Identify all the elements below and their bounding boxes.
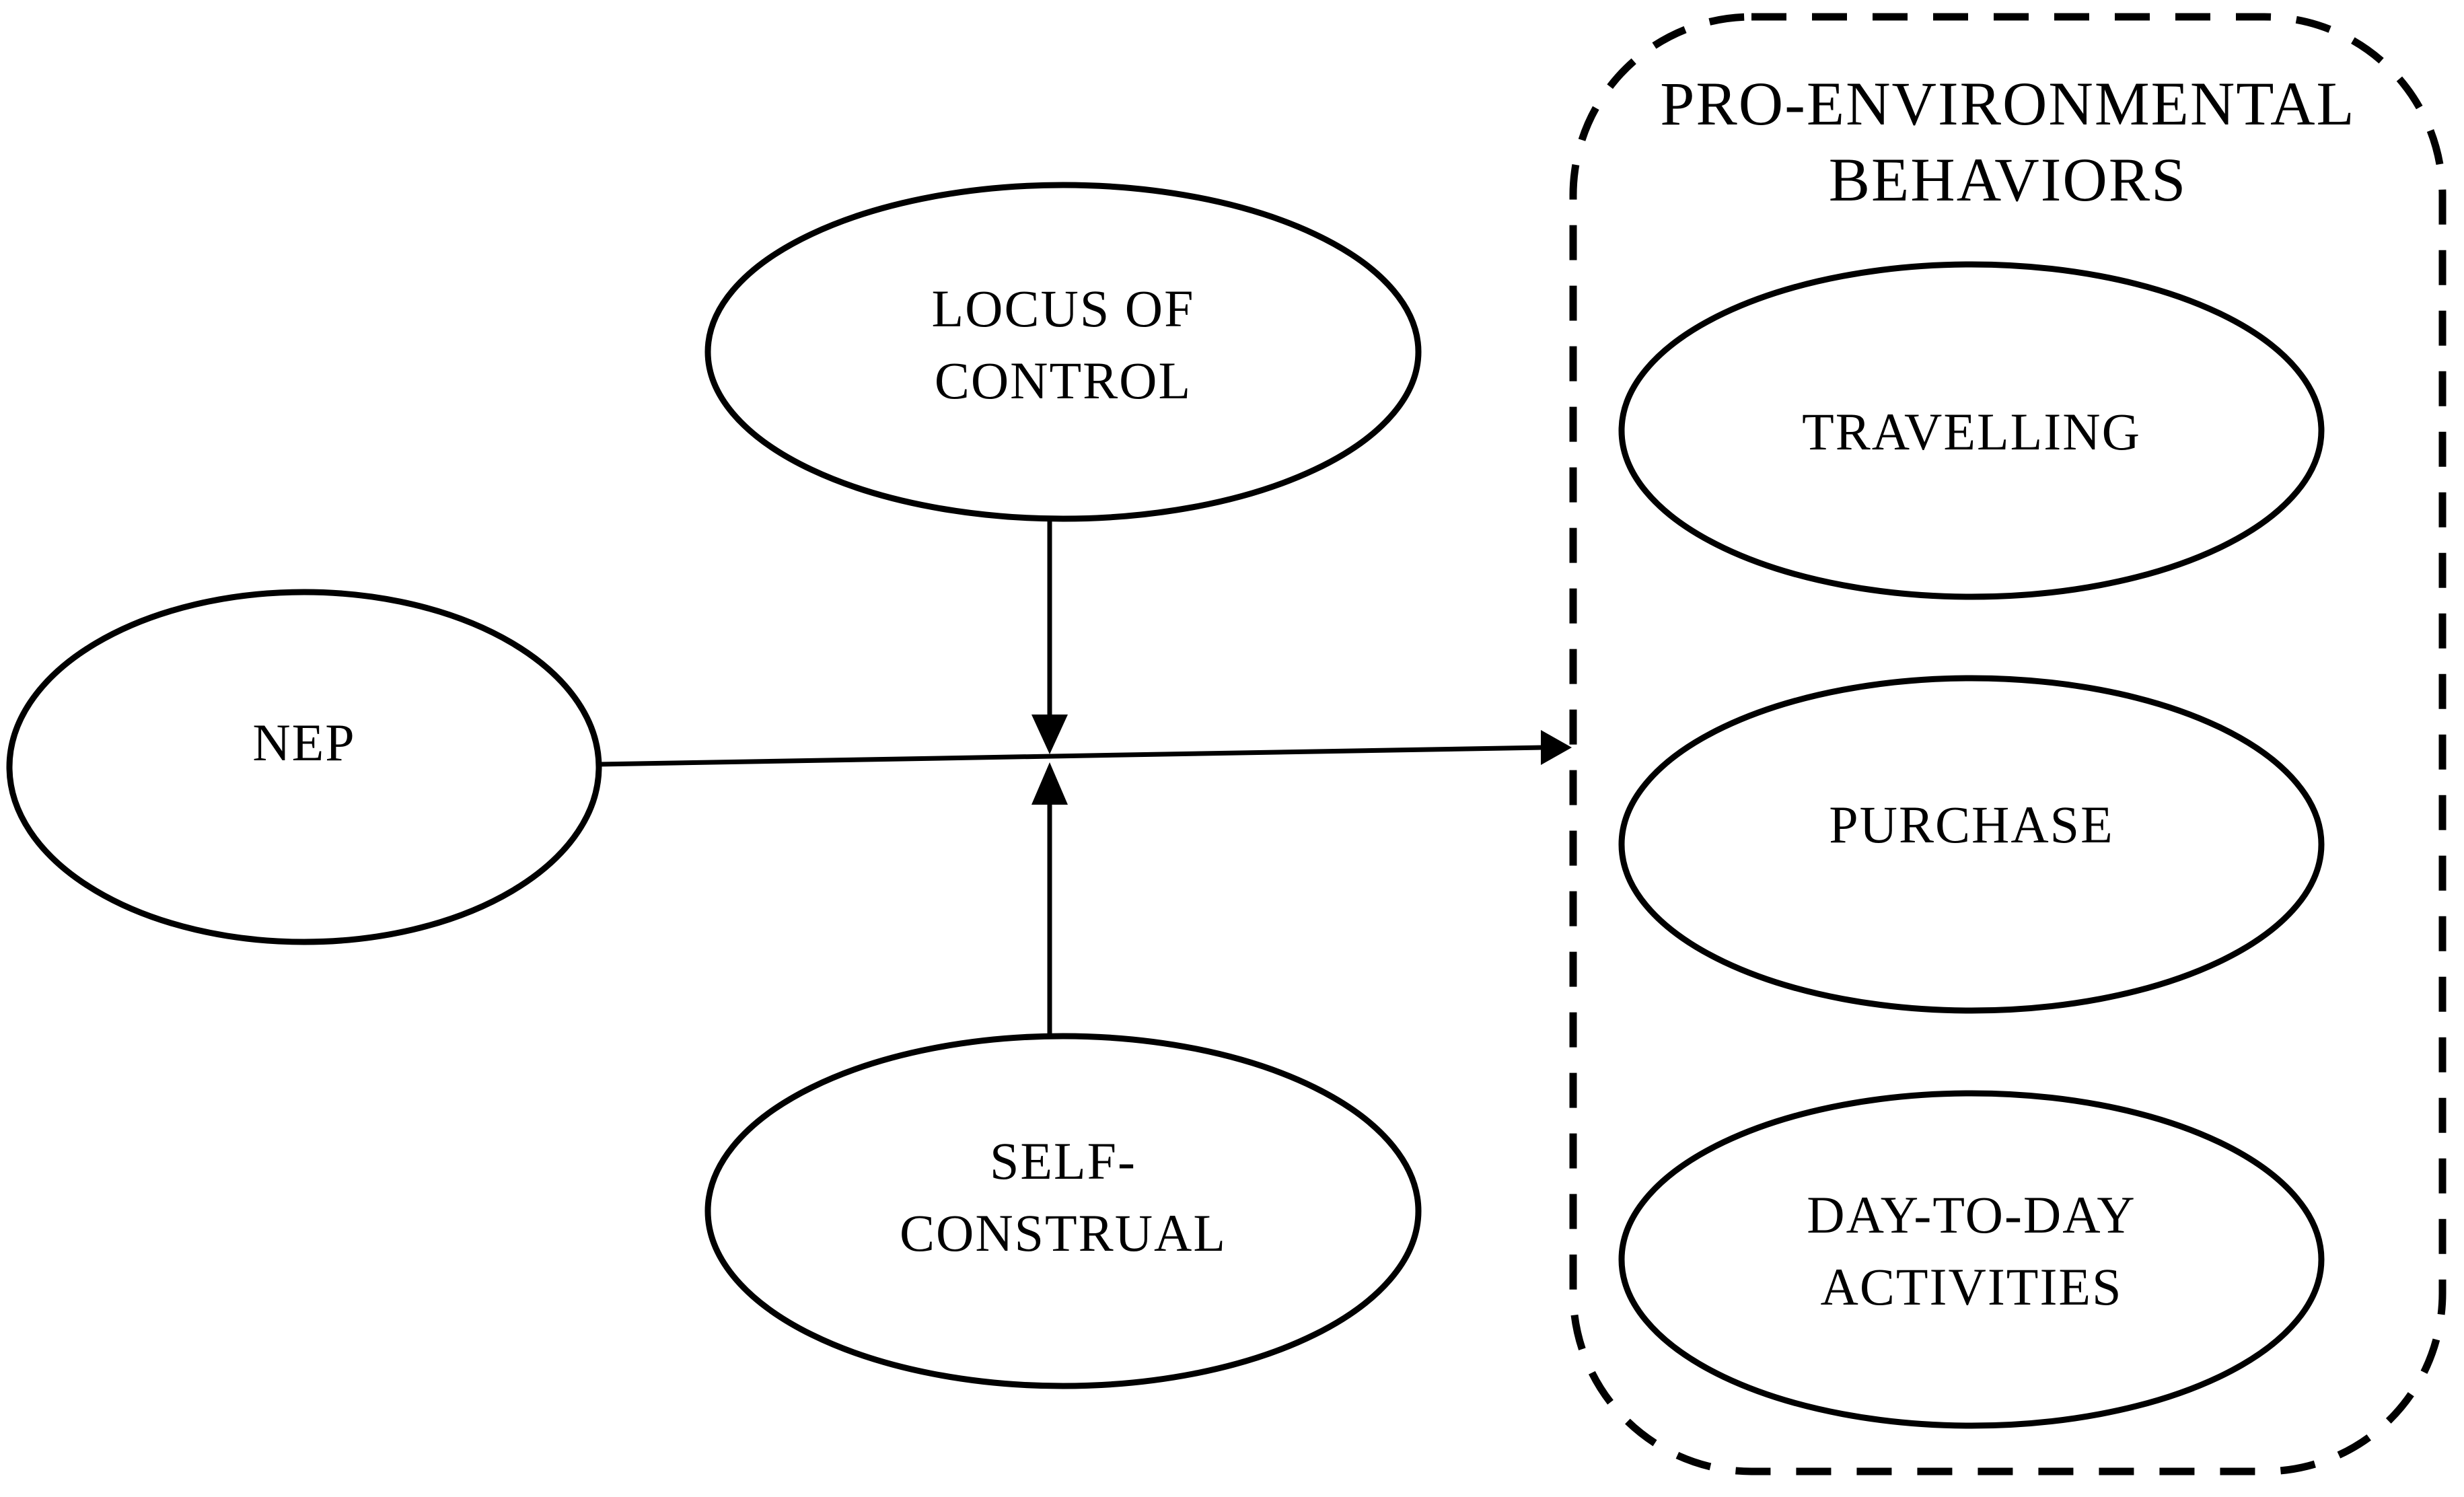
group-title-line2: BEHAVIORS (1829, 145, 2187, 214)
self-moderation-arrowhead-up (1031, 762, 1068, 805)
self-construal-ellipse (704, 1033, 1422, 1389)
locus-of-control-label-line2: CONTROL (935, 351, 1192, 410)
locus-of-control-ellipse (704, 182, 1422, 522)
group-title-line1: PRO-ENVIRONMENTAL (1660, 69, 2355, 138)
locus-moderation-arrowhead-down (1031, 715, 1068, 754)
day-to-day-activities-label-line1: DAY-TO-DAY (1807, 1185, 2136, 1244)
day-to-day-activities-label-line2: ACTIVITIES (1821, 1257, 2123, 1316)
purchase-label: PURCHASE (1829, 795, 2113, 854)
locus-of-control-label-line1: LOCUS OF (932, 279, 1195, 338)
nep-ellipse (6, 589, 602, 945)
travelling-label: TRAVELLING (1802, 402, 2141, 461)
self-construal-label-line2: CONSTRUAL (900, 1204, 1227, 1262)
purchase-ellipse (1618, 675, 2325, 1014)
self-construal-label-line1: SELF- (990, 1132, 1136, 1190)
nep-to-behaviors-arrowhead (1541, 730, 1572, 765)
day-to-day-activities-ellipse (1618, 1090, 2325, 1429)
nep-to-behaviors-arrow-line (598, 745, 1543, 767)
nep-label: NEP (252, 713, 355, 772)
travelling-ellipse (1618, 261, 2325, 600)
pro-environmental-behaviors-group-box (1569, 13, 2447, 1475)
